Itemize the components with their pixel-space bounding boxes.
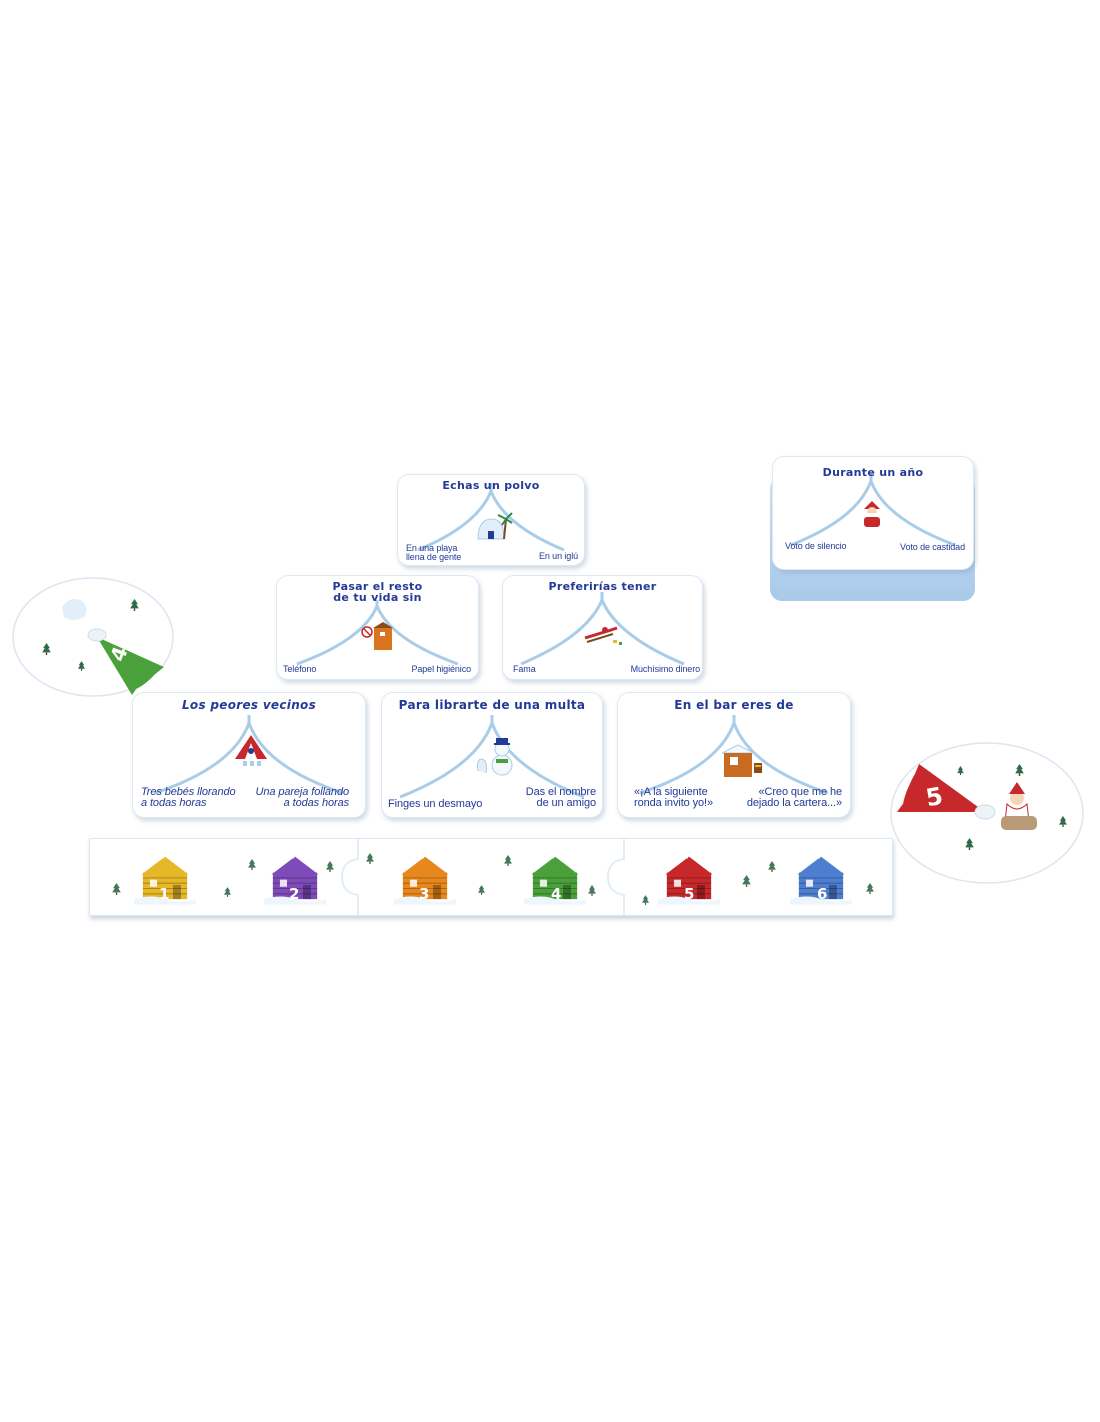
santa-icon [864,501,880,527]
card-option-right: Das el nombre de un amigo [525,786,596,809]
card-option-left: Fama [513,664,536,674]
bar-hut-icon [721,744,762,777]
cabin-number: 4 [551,885,562,903]
card-pasar-el-resto[interactable]: Pasar el resto de tu vida sin Teléfono P… [276,575,479,680]
card-option-left: Teléfono [283,664,317,674]
card-option-left: Voto de silencio [785,541,847,551]
spinner-disc-green[interactable] [12,577,174,697]
card-title: Durante un año [822,466,924,479]
card-title: Los peores vecinos [181,698,317,712]
card-title: Pasar el resto de tu vida sin [332,580,423,604]
card-preferirias-tener[interactable]: Preferirías tener Fama Muchísimo dinero [502,575,703,680]
cabin-number: 5 [684,885,695,903]
card-durante-un-ano[interactable]: Durante un año Voto de silencio Voto de … [772,456,974,570]
ski-slope-graphic [790,473,956,547]
snowman-icon [477,738,513,776]
card-para-librarte-de-una-multa[interactable]: Para librarte de una multa Finges un des… [381,692,603,818]
card-option-right: Una pareja follando a todas horas [255,786,349,809]
card-title: Para librarte de una multa [398,698,586,712]
card-option-right: Voto de castidad [900,542,965,552]
cabin-board: 1 2 3 4 5 6 [89,838,893,916]
ski-slope-graphic [399,715,585,799]
igloo-palm-icon [477,512,513,540]
santa-bath-icon [1001,782,1037,830]
card-title: En el bar eres de [674,698,794,712]
sled-icon [584,626,622,645]
card-option-right: Papel higiénico [411,664,471,674]
card-title: Echas un polvo [442,479,540,492]
board-piece-joints [112,839,874,915]
cabin-number: 6 [817,885,828,903]
cabin-number: 1 [159,885,170,903]
ski-slope-graphic [639,715,829,795]
card-option-right: En un iglú [538,551,578,561]
card-option-left: «¡A la siguiente ronda invito yo!» [634,786,714,809]
card-option-left: Finges un desmayo [388,798,483,810]
card-option-right: Muchísimo dinero [630,664,701,674]
cabin-number: 2 [289,885,300,903]
tent-icon [235,735,267,766]
card-los-peores-vecinos[interactable]: Los peores vecinos Tres bebés llorando a… [132,692,366,818]
card-option-left: En una playa llena de gente [406,543,462,562]
card-title: Preferirías tener [548,580,657,593]
card-option-right: «Creo que me he dejado la cartera...» [746,786,842,809]
ski-slope-graphic [417,483,565,552]
ski-slope-graphic [296,600,459,666]
outhouse-icon [361,622,393,650]
card-option-left: Tres bebés llorando a todas horas [141,786,236,809]
spinner-disc-red[interactable] [889,742,1085,885]
card-echas-un-polvo[interactable]: Echas un polvo En una playa llena de gen… [397,474,585,566]
card-en-el-bar-eres-de[interactable]: En el bar eres de «¡A la siguiente ronda… [617,692,851,818]
ski-slope-graphic [154,715,344,795]
cabin-number: 3 [419,885,430,903]
ski-slope-graphic [520,592,685,666]
